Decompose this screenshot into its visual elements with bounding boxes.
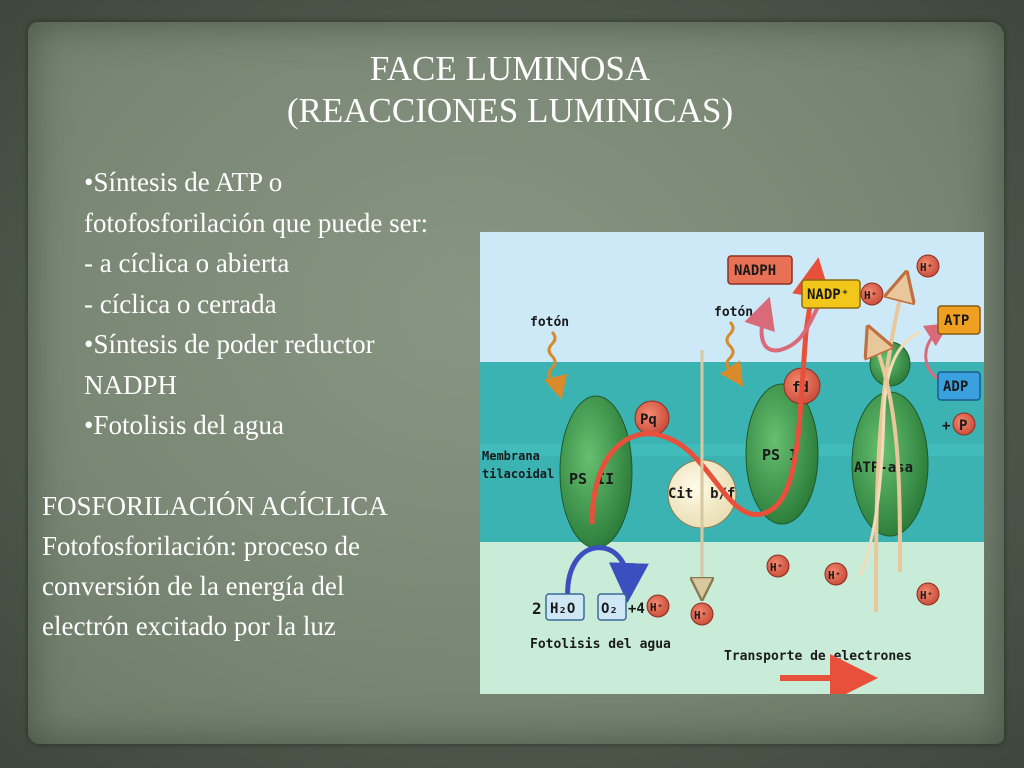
oxygen-label: O₂ [601,601,618,617]
bullet-line: •Fotolisis del agua [84,410,284,440]
atp-box [937,305,981,335]
svg-text:H⁺: H⁺ [770,561,783,574]
atp-label: ATP [944,313,969,329]
bullet-line: fotofosforilación que puede ser: [84,207,429,238]
bullet-line: - cíclica o cerrada [84,288,277,319]
bullet-line: - a cíclica o abierta [84,248,290,278]
svg-text:H⁺: H⁺ [920,261,933,274]
water-label: H₂O [550,601,575,617]
proton-h-nadp: H⁺ [860,282,884,306]
svg-text:H⁺: H⁺ [694,609,707,622]
ps2-label: PS II [569,470,614,488]
bullet-line: •Síntesis de poder reductor [84,329,375,359]
bullet-list: •Síntesis de ATP o fotofosforilación que… [84,162,564,446]
title-line-1: FACE LUMINOSA [369,49,651,88]
nadp-box [801,279,861,309]
adp-box [937,371,981,401]
phosphate-circle [952,412,976,436]
photon-label-left: fotón [530,315,569,330]
oxygen-box [597,593,627,621]
paragraph-line: Fotofosforilación: proceso de [42,531,360,561]
pq-label: Pq [640,412,657,428]
atpase-label: ATP-asa [854,460,913,476]
definition-block: FOSFORILACIÓN ACÍCLICA Fotofosforilación… [42,486,482,646]
paragraph-line: conversión de la energía del [42,571,345,601]
water-coefficient: 2 [532,599,542,618]
svg-text:H⁺: H⁺ [650,601,663,614]
bullet-line: NADPH [84,369,178,400]
membrane-label-line1: Membrana [482,449,540,463]
svg-text:H⁺: H⁺ [864,289,877,302]
photon-label-right: fotón [714,305,753,320]
nadp-reduction-arrow [744,290,830,353]
proton-h-lumen-3: H⁺ [916,582,940,606]
proton-h-top-right: H⁺ [916,254,940,278]
plus-four: +4 [628,601,645,617]
membrane-label-line2: tilacoidal [482,467,554,481]
proton-arrow-atpase-left [858,330,921,577]
proton-h-water: H⁺ [646,594,670,618]
ps1-label: PS I [762,446,798,464]
proton-arrow-atpase-right [872,336,902,573]
adp-label: ADP [943,379,968,395]
light-reactions-diagram: fotón fotón Membrana tilacoidal PS II Pq… [480,232,984,694]
title-line-2: (REACCIONES LUMINICAS) [286,91,734,130]
nadph-label: NADPH [734,263,776,279]
water-splitting-arrow [565,545,649,603]
nadph-box [727,255,793,285]
slide-title: FACE LUMINOSA (REACCIONES LUMINICAS) [240,48,780,132]
section-heading: FOSFORILACIÓN ACÍCLICA [42,491,388,521]
svg-text:H⁺: H⁺ [920,589,933,602]
photolysis-caption: Fotolisis del agua [530,637,671,652]
water-box [545,593,585,621]
paragraph-line: electrón excitado por la luz [42,611,336,641]
plus-sign: + [942,418,950,434]
stroma-region [480,232,984,362]
phosphate-label: P [959,418,967,434]
proton-h-lumen-2: H⁺ [824,562,848,586]
proton-h-lumen-4: H⁺ [690,602,714,626]
photon-wave-left [543,330,568,400]
proton-h-lumen-1: H⁺ [766,554,790,578]
nadp-label: NADP⁺ [807,287,849,303]
transport-caption: Transporte de electrones [724,649,912,664]
bullet-line: •Síntesis de ATP o [84,167,283,197]
photon-wave-right [720,320,744,387]
svg-text:H⁺: H⁺ [828,569,841,582]
